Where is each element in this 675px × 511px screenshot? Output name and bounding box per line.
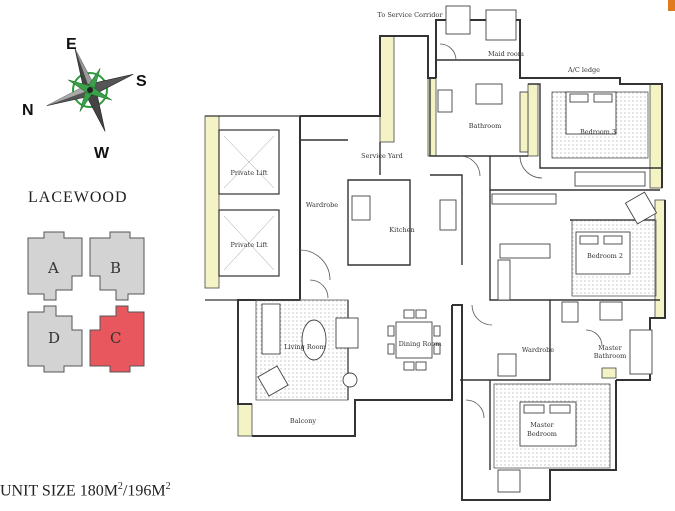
label-living-room: Living Room [284, 343, 325, 351]
compass-west-label: W [94, 145, 110, 162]
ledges [204, 35, 666, 437]
label-a-c-ledge: A/C ledge [567, 66, 600, 74]
label-bedroom-2: Bedroom 2 [587, 252, 623, 260]
block-b-label: B [110, 259, 121, 277]
block-c-shape [89, 305, 145, 373]
label-private-lift-1: Private Lift [230, 169, 267, 177]
block-d-shape [27, 305, 83, 373]
label-service-corridor: To Service Corridor [378, 11, 444, 19]
label-wardrobe-left: Wardrobe [306, 201, 338, 209]
furniture [257, 5, 658, 493]
doors [299, 43, 603, 419]
block-c-label: C [110, 329, 121, 347]
compass-north-label: N [22, 102, 34, 119]
block-b-shape [89, 231, 145, 301]
floor-plan: To Service Corridor Maid room A/C ledge … [204, 5, 666, 501]
label-master-bedroom-1: Master [530, 421, 554, 429]
label-master-bedroom-2: Bedroom [527, 430, 557, 438]
block-a-shape [27, 231, 83, 301]
unit-size-sup-2: 2 [165, 481, 171, 492]
label-wardrobe-right: Wardrobe [522, 346, 554, 354]
compass-east-label: E [66, 36, 77, 53]
label-dining-room: Dining Room [399, 340, 442, 348]
compass-south-label: S [136, 73, 147, 90]
unit-size-sup-1: 2 [117, 481, 123, 492]
outer-walls [237, 19, 666, 501]
label-balcony: Balcony [290, 417, 316, 425]
compass-rose: E S N W [22, 36, 147, 162]
label-private-lift-2: Private Lift [230, 241, 267, 249]
bedroom-floors [255, 91, 657, 469]
label-kitchen: Kitchen [389, 226, 414, 234]
corner-marker [668, 0, 675, 11]
unit-size: UNIT SIZE 180M2/196M2 [0, 481, 171, 500]
unit-size-mid: /196M [122, 482, 166, 500]
label-service-yard: Service Yard [361, 152, 403, 160]
block-key-plan: A B D C [27, 231, 145, 373]
label-bedroom-3: Bedroom 3 [580, 128, 616, 136]
label-master-bathroom-2: Bathroom [594, 352, 627, 360]
block-a-label: A [47, 259, 59, 277]
label-maid-room: Maid room [488, 50, 524, 58]
label-master-bathroom-1: Master [598, 344, 622, 352]
block-d-label: D [48, 329, 60, 347]
building-name: LACEWOOD [28, 189, 128, 206]
unit-size-prefix: UNIT SIZE 180M [0, 482, 118, 500]
label-bathroom-top: Bathroom [469, 122, 502, 130]
